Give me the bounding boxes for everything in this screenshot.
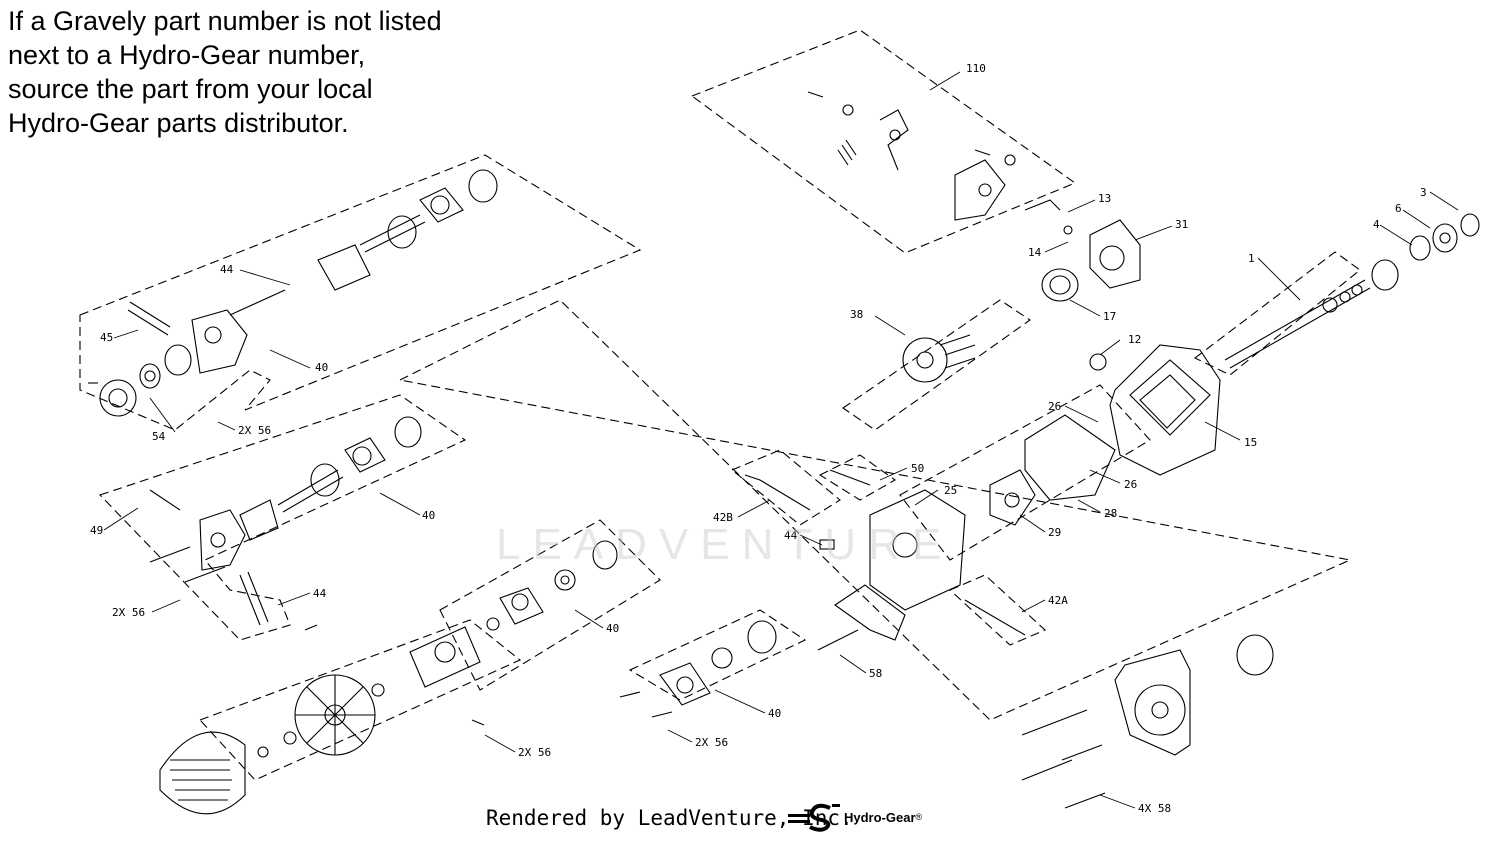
callout-4: 4 [1373,218,1380,231]
callout-50: 50 [911,462,924,475]
callout-17: 17 [1103,310,1116,323]
callout-49: 49 [90,524,103,537]
hydro-gear-wordmark: Hydro-Gear [844,809,916,825]
group-50-outline [818,454,897,501]
callout-40-upper: 40 [315,361,328,374]
callout-2x56-bottom: 2X 56 [695,736,728,749]
callout-12: 12 [1128,333,1141,346]
watermark: LEADVENTURE [496,520,954,569]
callout-3: 3 [1420,186,1427,199]
group-110-outline [690,29,1077,254]
group-42a-outline [949,574,1046,646]
callout-40-middle: 40 [422,509,435,522]
callout-31: 31 [1175,218,1188,231]
callout-40-bottom: 40 [768,707,781,720]
part-sketches [88,91,1480,815]
rendered-by-credit: Rendered by LeadVenture, Inc. [486,806,853,830]
callout-2x56-middle: 2X 56 [112,606,145,619]
group-lower-40-outline [628,609,807,701]
callout-40-lower: 40 [606,622,619,635]
hydro-gear-logo: Hydro-Gear® [788,800,922,834]
note-line-2: next to a Hydro-Gear number, [8,40,366,70]
group-42b-outline [730,449,841,526]
callout-26: 26 [1048,400,1061,413]
callout-44-middle: 44 [313,587,327,600]
note-line-3: source the part from your local [8,74,373,104]
callout-2x56-upper: 2X 56 [238,424,271,437]
group-outlines [79,29,1361,781]
registered-mark: ® [915,812,923,822]
callout-4x58: 4X 58 [1138,802,1171,815]
group-38-outline [842,299,1031,431]
callout-44-center: 44 [784,529,798,542]
group-long-connector [398,299,1352,721]
callout-42b: 42B [713,511,733,524]
group-fan-outline [199,619,522,781]
hydro-gear-logo-icon [788,803,840,832]
callout-42a: 42A [1048,594,1068,607]
callout-14: 14 [1028,246,1042,259]
callout-15: 15 [1244,436,1257,449]
callout-58: 58 [869,667,882,680]
callout-2x56-fan: 2X 56 [518,746,551,759]
callout-26-lower: 26 [1124,478,1137,491]
callout-29: 29 [1048,526,1061,539]
note-line-1: If a Gravely part number is not listed [8,6,442,36]
callout-1: 1 [1248,252,1255,265]
group-28-outline [899,384,1151,561]
sourcing-note: If a Gravely part number is not listed n… [8,4,442,140]
callout-13: 13 [1098,192,1111,205]
leader-lines [103,71,1459,809]
callout-25: 25 [944,484,957,497]
group-upper-pump-outline [79,154,642,431]
callout-28: 28 [1104,507,1117,520]
callout-44-upper: 44 [220,263,234,276]
group-1-outline [1193,251,1361,376]
group-middle-pump-outline [98,394,467,641]
callout-labels: 110 13 14 31 3 6 4 1 17 38 12 26 15 26 2… [90,62,1427,815]
callout-38: 38 [850,308,863,321]
callout-110: 110 [966,62,986,75]
callout-54: 54 [152,430,166,443]
group-lower-pump-outline [439,519,661,691]
callout-45: 45 [100,331,113,344]
note-line-4: Hydro-Gear parts distributor. [8,108,349,138]
callout-6: 6 [1395,202,1402,215]
